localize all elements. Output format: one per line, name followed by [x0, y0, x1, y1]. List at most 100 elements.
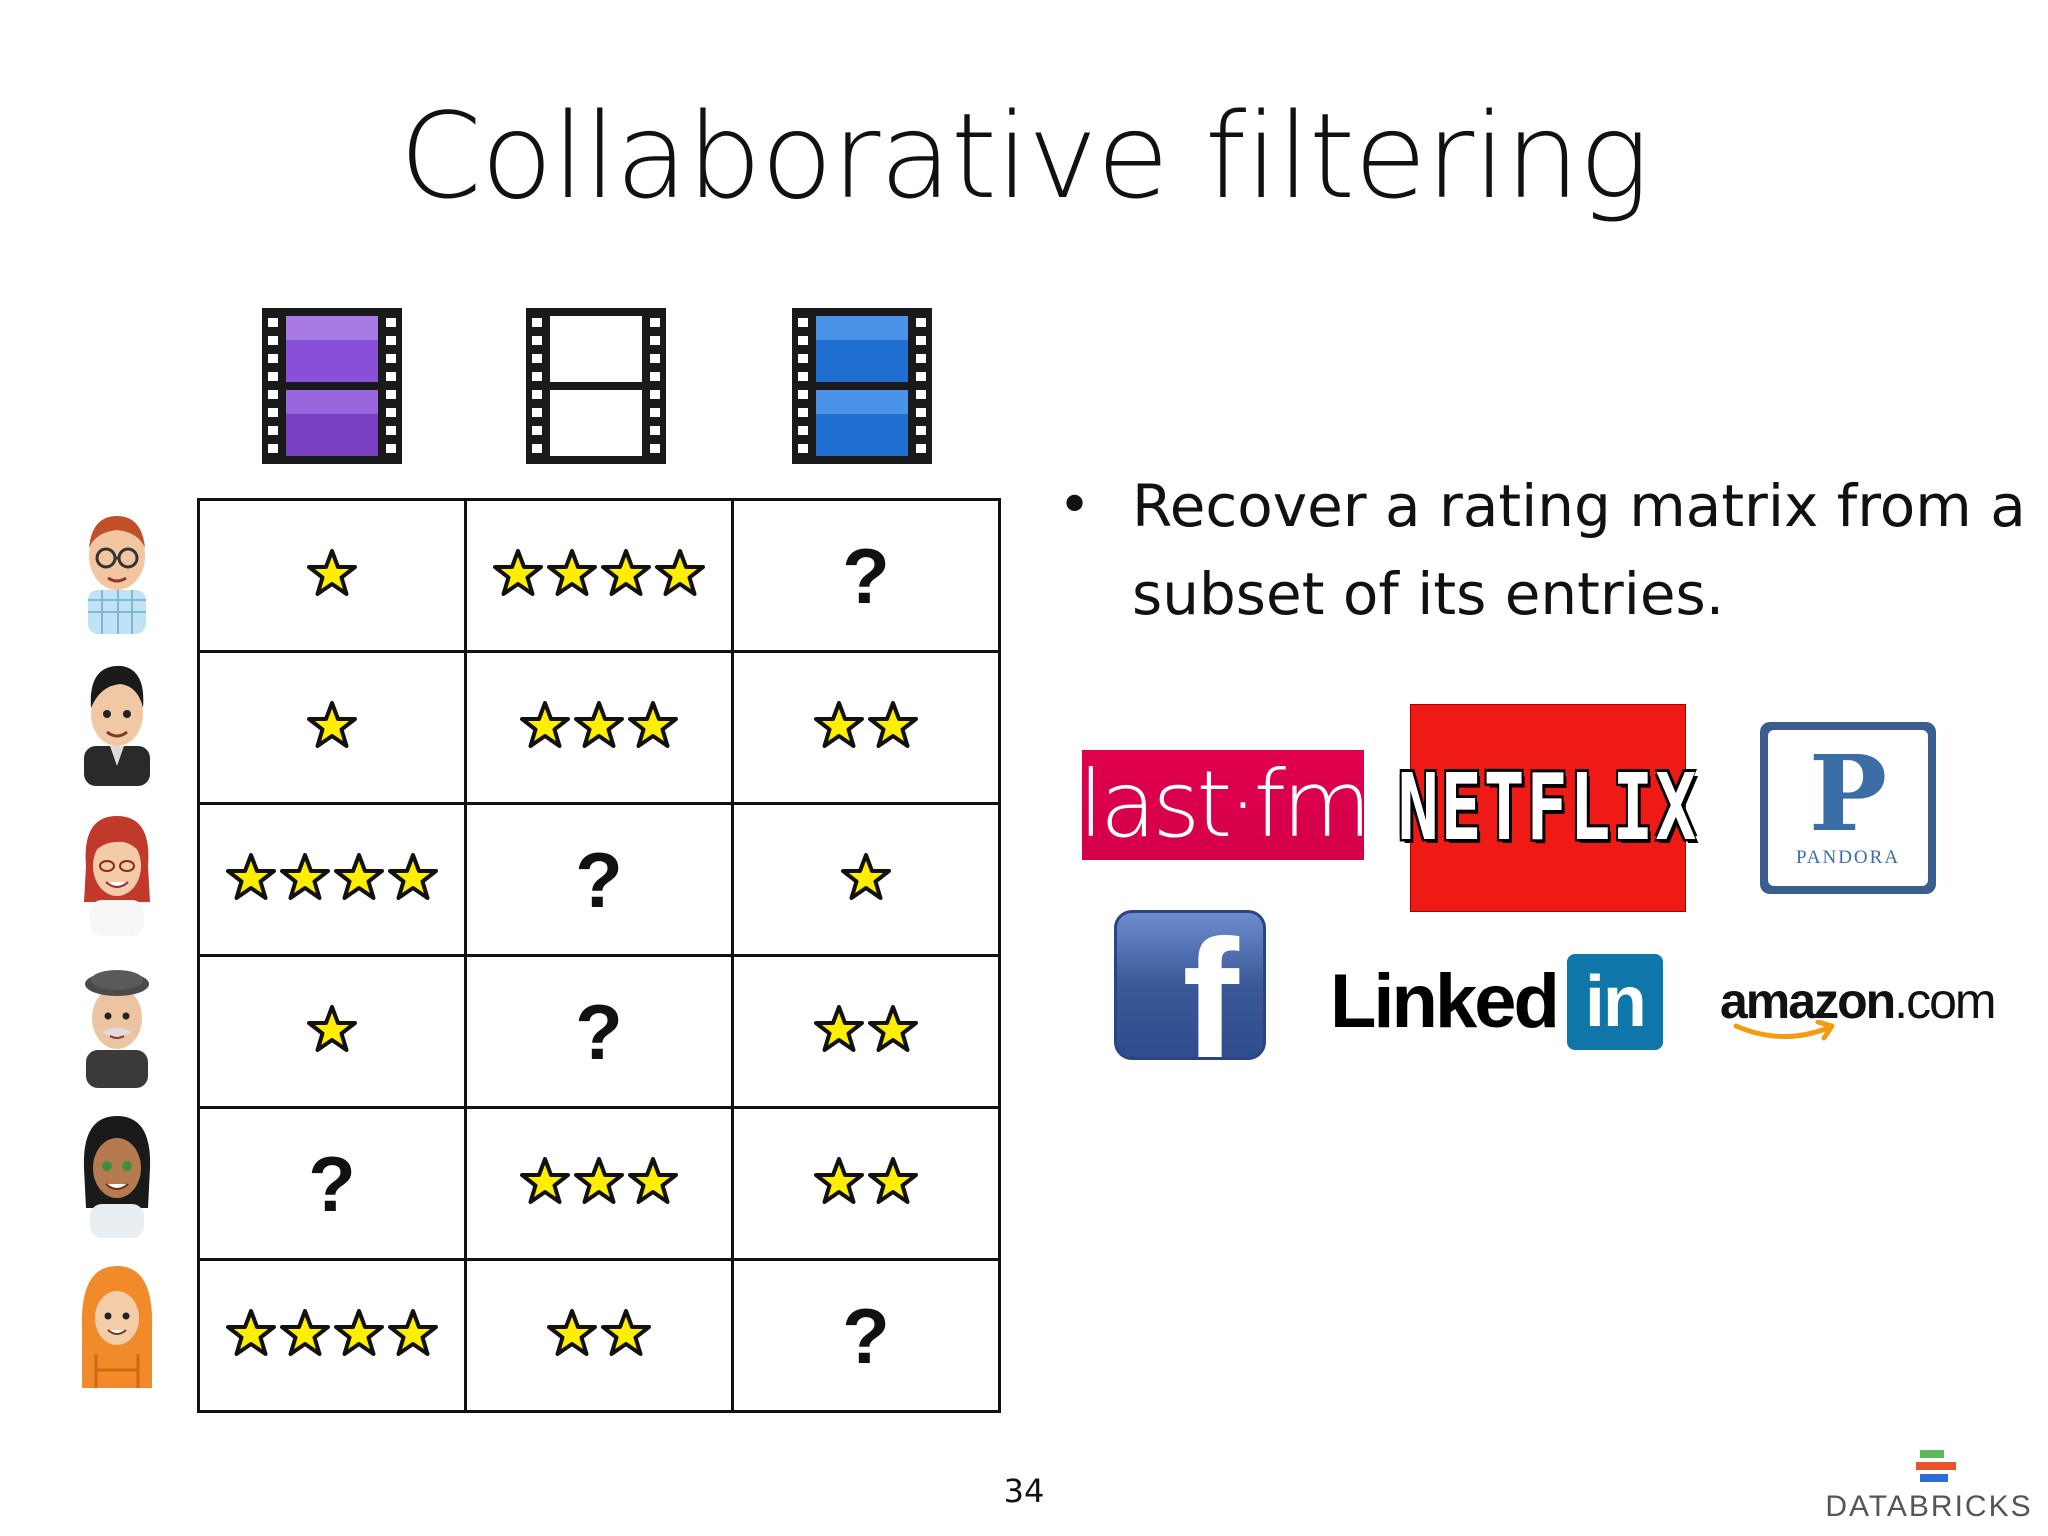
amazon-logo-word: amazon [1720, 973, 1896, 1029]
film-strip-purple-icon [262, 308, 402, 464]
star-icon [547, 549, 597, 596]
rating-row: ? [197, 1106, 1001, 1261]
avatar-person-orange-hood-icon [81, 1266, 153, 1388]
rating-cell: ? [464, 954, 734, 1109]
star-rating [841, 852, 891, 902]
star-icon [388, 853, 438, 900]
star-icon [868, 701, 918, 748]
rating-cell [464, 498, 734, 653]
star-icon [388, 1309, 438, 1356]
star-rating [226, 1308, 438, 1358]
star-icon [628, 701, 678, 748]
databricks-mark-icon [1916, 1450, 1956, 1482]
star-icon [868, 1157, 918, 1204]
rating-cell [464, 1106, 734, 1261]
pandora-logo: P PANDORA [1760, 722, 1936, 894]
pandora-logo-letter: P [1808, 732, 1888, 856]
rating-cell: ? [731, 1258, 1001, 1413]
rating-cell [197, 650, 467, 805]
star-rating [307, 548, 357, 598]
star-icon [280, 1309, 330, 1356]
rating-cell [464, 650, 734, 805]
facebook-logo: f [1114, 910, 1266, 1060]
rating-row: ? [197, 954, 1001, 1109]
rating-matrix: ????? [197, 498, 1001, 1413]
star-icon [841, 853, 891, 900]
rating-cell [731, 1106, 1001, 1261]
star-rating [307, 700, 357, 750]
star-icon [520, 1157, 570, 1204]
star-rating [307, 1004, 357, 1054]
databricks-logo: DATABRICKS [1814, 1448, 2044, 1524]
slide-title: Collaborative filtering [399, 87, 1649, 225]
star-icon [601, 549, 651, 596]
star-icon [574, 701, 624, 748]
star-icon [628, 1157, 678, 1204]
film-strip-white-icon [526, 308, 666, 464]
rating-cell [197, 802, 467, 957]
star-icon [814, 701, 864, 748]
star-icon [601, 1309, 651, 1356]
star-icon [334, 853, 384, 900]
facebook-logo-letter: f [1182, 910, 1239, 1060]
star-rating [493, 548, 705, 598]
amazon-logo: amazon.com [1720, 973, 1997, 1056]
linkedin-logo: Linked in [1330, 952, 1676, 1052]
film-strip-blue-icon [792, 308, 932, 464]
avatar-man-dark-hair-icon [84, 665, 150, 786]
star-icon [574, 1157, 624, 1204]
star-icon [655, 549, 705, 596]
star-icon [547, 1309, 597, 1356]
star-icon [226, 1309, 276, 1356]
netflix-logo: NETFLIX [1398, 704, 1696, 912]
star-icon [868, 1005, 918, 1052]
star-icon [814, 1157, 864, 1204]
star-icon [307, 549, 357, 596]
rating-cell [197, 1258, 467, 1413]
unknown-rating: ? [842, 1291, 890, 1380]
rating-matrix-body: ????? [197, 498, 1001, 1413]
unknown-rating: ? [575, 835, 623, 924]
rating-row: ? [197, 1258, 1001, 1413]
avatar-woman-red-hair-icon [84, 816, 150, 936]
star-icon [520, 701, 570, 748]
rating-cell [731, 954, 1001, 1109]
avatar-woman-dark-hair-icon [83, 1116, 151, 1238]
unknown-rating: ? [575, 987, 623, 1076]
lastfm-logo-text: last·fm [1078, 751, 1371, 858]
databricks-brand-text: DATABRICKS [1825, 1490, 2033, 1523]
star-icon [307, 701, 357, 748]
amazon-logo-suffix: .com [1894, 973, 1996, 1029]
rating-cell [197, 954, 467, 1109]
star-rating [814, 700, 918, 750]
rating-cell: ? [197, 1106, 467, 1261]
rating-cell [464, 1258, 734, 1413]
star-rating [814, 1004, 918, 1054]
star-icon [814, 1005, 864, 1052]
star-rating [226, 852, 438, 902]
netflix-logo-text: NETFLIX [1397, 754, 1699, 862]
star-rating [520, 1156, 678, 1206]
avatar-man-beret-icon [85, 970, 149, 1088]
lastfm-logo: last·fm [1078, 750, 1372, 860]
rating-row: ? [197, 802, 1001, 957]
star-icon [226, 853, 276, 900]
bullet-text: Recover a rating matrix from a subset of… [1132, 472, 2026, 628]
star-icon [280, 853, 330, 900]
rating-cell: ? [731, 498, 1001, 653]
star-rating [814, 1156, 918, 1206]
rating-cell [731, 650, 1001, 805]
rating-row: ? [197, 498, 1001, 653]
page-number: 34 [1003, 1472, 1045, 1510]
linkedin-logo-box: in [1566, 954, 1663, 1050]
linkedin-logo-word: Linked [1330, 959, 1560, 1044]
unknown-rating: ? [842, 531, 890, 620]
rating-row [197, 650, 1001, 805]
pandora-logo-text: PANDORA [1795, 846, 1901, 868]
star-icon [493, 549, 543, 596]
amazon-smile-arrow-icon [1733, 1020, 1835, 1041]
rating-cell [197, 498, 467, 653]
star-icon [334, 1309, 384, 1356]
rating-cell [731, 802, 1001, 957]
